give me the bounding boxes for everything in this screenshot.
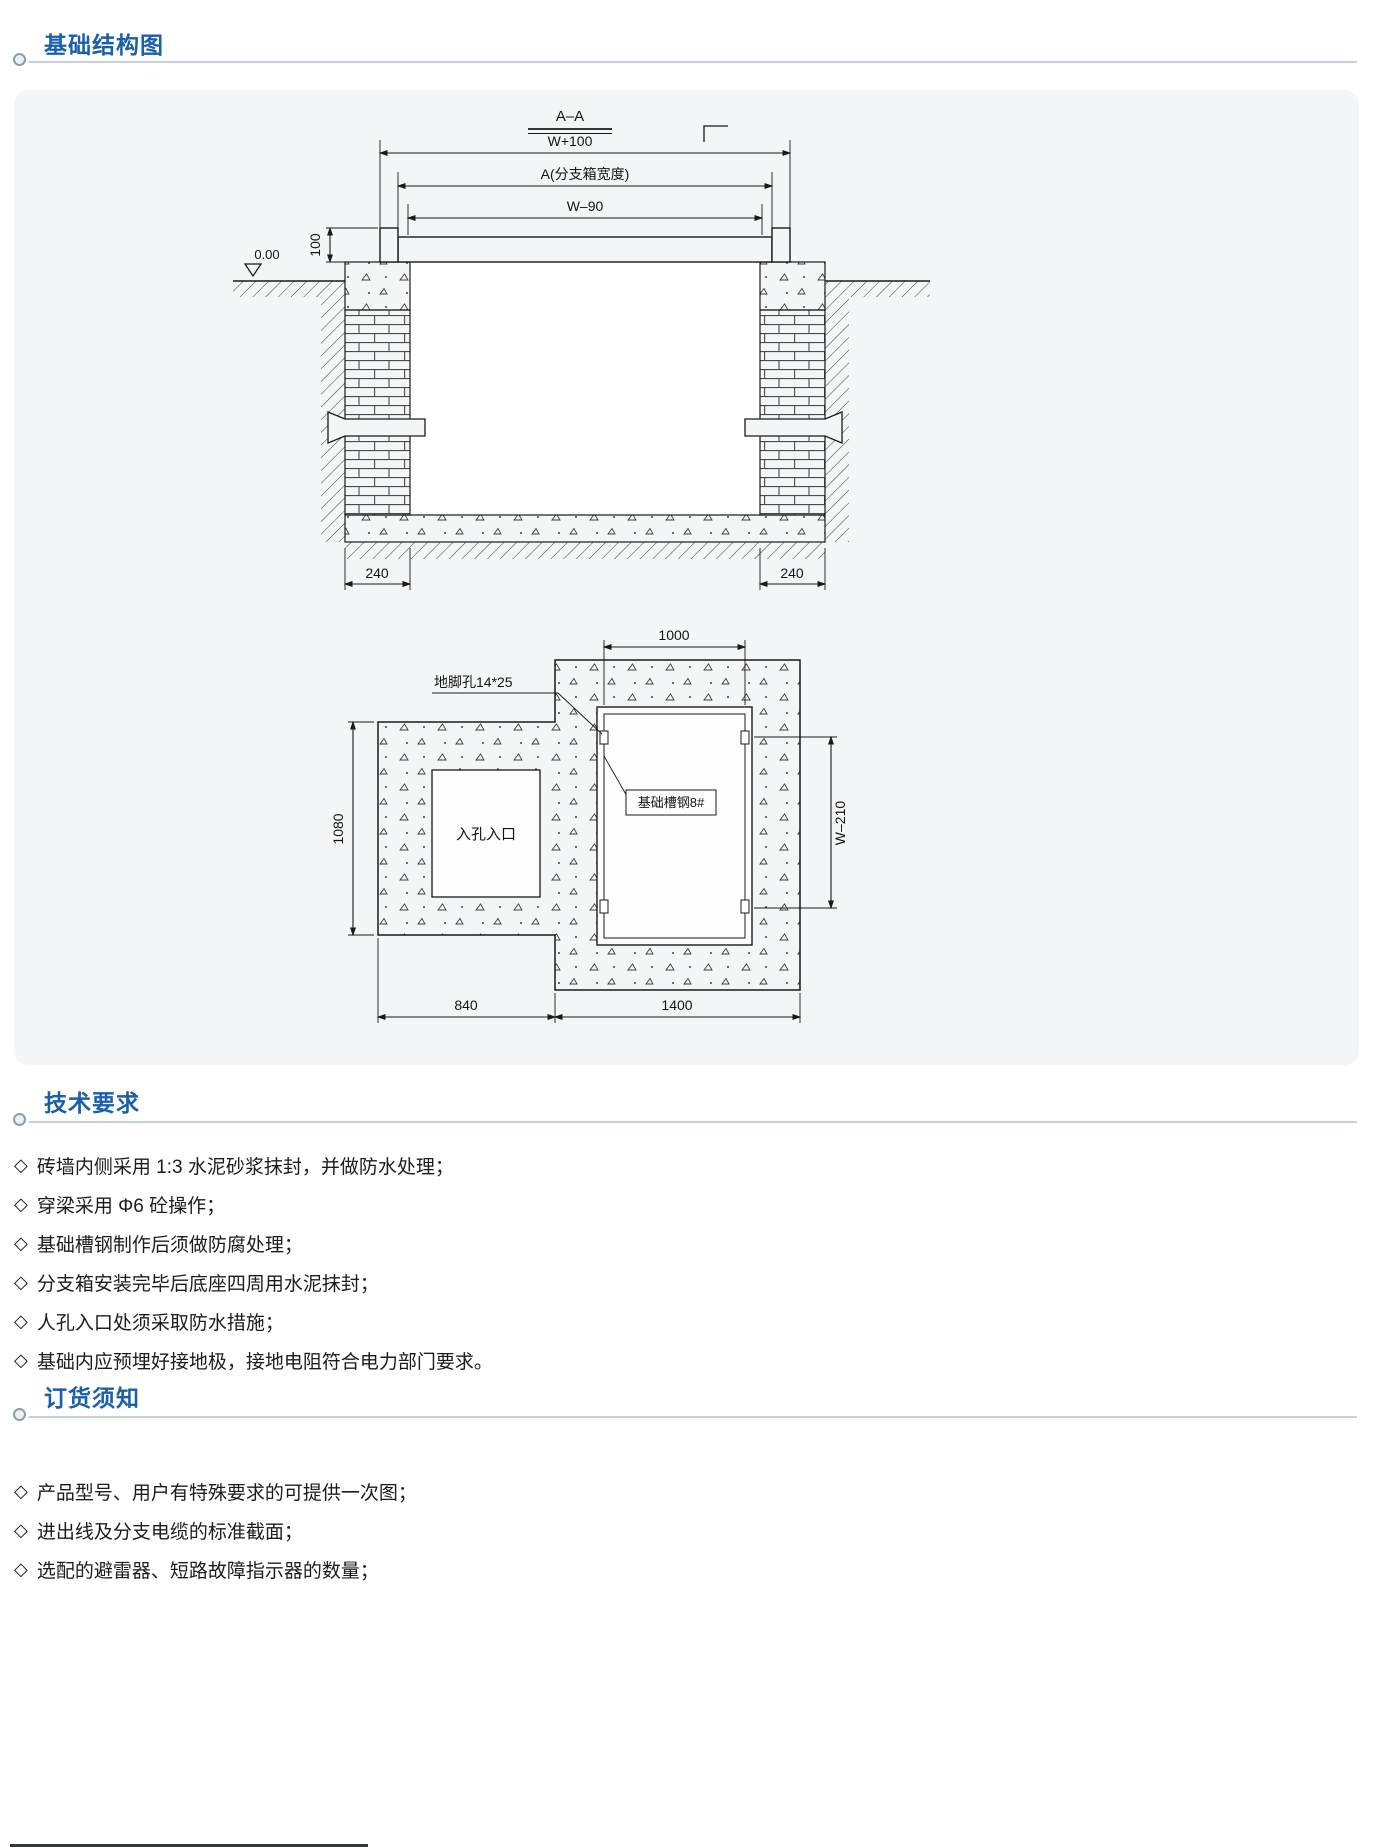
diamond-bullet: ◇ bbox=[14, 1481, 28, 1501]
diamond-bullet: ◇ bbox=[14, 1233, 28, 1253]
diamond-bullet: ◇ bbox=[14, 1194, 28, 1214]
section-title-tech: 技术要求 bbox=[44, 1090, 140, 1116]
tech-requirements-list: ◇ 砖墙内侧采用 1:3 水泥砂浆抹封，并做防水处理； ◇ 穿梁采用 Φ6 砼操… bbox=[14, 1146, 1353, 1380]
anchor-bolt bbox=[740, 899, 750, 914]
cover-slab bbox=[397, 236, 773, 263]
channel-steel-note: 基础槽钢8# bbox=[638, 795, 705, 810]
anchor-hole-note: 地脚孔14*25 bbox=[434, 674, 513, 690]
corner-mark bbox=[703, 125, 728, 142]
list-item: ◇ 基础内应预埋好接地极，接地电阻符合电力部门要求。 bbox=[14, 1341, 1353, 1380]
anchor-bolt bbox=[599, 899, 609, 914]
diamond-bullet: ◇ bbox=[14, 1520, 28, 1540]
cover-edge-left bbox=[379, 227, 399, 263]
concrete-collar-left bbox=[344, 261, 411, 311]
list-item: ◇ 分支箱安装完毕后底座四周用水泥抹封； bbox=[14, 1263, 1353, 1302]
anchor-bolt bbox=[599, 730, 609, 745]
order-notes-list: ◇ 产品型号、用户有特殊要求的可提供一次图； ◇ 进出线及分支电缆的标准截面； … bbox=[14, 1472, 1353, 1589]
dim-100: 100 bbox=[307, 233, 323, 257]
list-item-text: 穿梁采用 Φ6 砼操作； bbox=[36, 1196, 226, 1217]
section-title-order: 订货须知 bbox=[44, 1385, 140, 1411]
through-beam-left bbox=[327, 411, 426, 444]
manhole-opening bbox=[431, 769, 541, 898]
list-item-text: 基础内应预埋好接地极，接地电阻符合电力部门要求。 bbox=[36, 1352, 493, 1373]
foundation-slab bbox=[344, 514, 826, 543]
section-marker-icon bbox=[13, 53, 26, 66]
ground-hatch-left bbox=[233, 281, 345, 297]
list-item-text: 选配的避雷器、短路故障指示器的数量； bbox=[36, 1561, 379, 1582]
dim-240-left: 240 bbox=[365, 565, 389, 581]
dim-1400: 1400 bbox=[661, 997, 692, 1013]
dim-1080: 1080 bbox=[330, 813, 346, 844]
frame-opening bbox=[596, 706, 753, 946]
dim-240-right: 240 bbox=[780, 565, 804, 581]
pit-interior bbox=[409, 261, 761, 516]
brick-wall-right bbox=[759, 309, 826, 516]
section-rule bbox=[14, 61, 1357, 63]
channel-steel-frame bbox=[603, 713, 746, 939]
plan-view: 入孔入口 1000 地脚孔14*25 bbox=[330, 627, 848, 1023]
dim-w-plus-100: W+100 bbox=[548, 133, 593, 149]
channel-note-box bbox=[625, 789, 717, 816]
list-item: ◇ 人孔入口处须采取防水措施； bbox=[14, 1302, 1353, 1341]
through-beam-right bbox=[744, 411, 843, 444]
section-view-title: A–A bbox=[556, 108, 584, 125]
diamond-bullet: ◇ bbox=[14, 1311, 28, 1331]
section-title-structure: 基础结构图 bbox=[44, 32, 164, 58]
list-item-text: 砖墙内侧采用 1:3 水泥砂浆抹封，并做防水处理； bbox=[36, 1157, 454, 1178]
section-rule bbox=[14, 1121, 1357, 1123]
brick-wall-left bbox=[344, 309, 411, 516]
dim-1000: 1000 bbox=[658, 627, 689, 643]
cover-edge-right bbox=[771, 227, 791, 263]
section-marker-icon bbox=[13, 1408, 26, 1421]
section-rule bbox=[14, 1416, 1357, 1418]
section-view: A–A W+100 A(分支箱宽度) W–90 bbox=[233, 108, 930, 590]
list-item: ◇ 产品型号、用户有特殊要求的可提供一次图； bbox=[14, 1472, 1353, 1511]
list-item: ◇ 选配的避雷器、短路故障指示器的数量； bbox=[14, 1550, 1353, 1589]
list-item-text: 人孔入口处须采取防水措施； bbox=[36, 1313, 284, 1334]
list-item-text: 分支箱安装完毕后底座四周用水泥抹封； bbox=[36, 1274, 379, 1295]
diamond-bullet: ◇ bbox=[14, 1272, 28, 1292]
concrete-collar-right bbox=[759, 261, 826, 311]
dim-840: 840 bbox=[454, 997, 478, 1013]
diamond-bullet: ◇ bbox=[14, 1155, 28, 1175]
manhole-label: 入孔入口 bbox=[456, 826, 516, 843]
foundation-structure-drawing: A–A W+100 A(分支箱宽度) W–90 bbox=[233, 108, 930, 1023]
dim-w-minus-90: W–90 bbox=[567, 198, 604, 214]
earth-bottom bbox=[345, 542, 825, 559]
list-item-text: 进出线及分支电缆的标准截面； bbox=[36, 1522, 303, 1543]
dim-w-minus-210: W–210 bbox=[832, 801, 848, 846]
anchor-bolt bbox=[740, 730, 750, 745]
diamond-bullet: ◇ bbox=[14, 1559, 28, 1579]
ground-hatch-right bbox=[825, 281, 930, 297]
diamond-bullet: ◇ bbox=[14, 1350, 28, 1370]
section-marker-icon bbox=[13, 1113, 26, 1126]
clipped-text-line bbox=[10, 1844, 368, 1847]
drawing-panel: A–A W+100 A(分支箱宽度) W–90 bbox=[14, 90, 1359, 1065]
list-item: ◇ 穿梁采用 Φ6 砼操作； bbox=[14, 1185, 1353, 1224]
list-item-text: 产品型号、用户有特殊要求的可提供一次图； bbox=[36, 1483, 417, 1504]
list-item-text: 基础槽钢制作后须做防腐处理； bbox=[36, 1235, 303, 1256]
ground-level-label: 0.00 bbox=[254, 247, 279, 262]
list-item: ◇ 基础槽钢制作后须做防腐处理； bbox=[14, 1224, 1353, 1263]
list-item: ◇ 进出线及分支电缆的标准截面； bbox=[14, 1511, 1353, 1550]
dim-a-box-width: A(分支箱宽度) bbox=[541, 166, 630, 182]
list-item: ◇ 砖墙内侧采用 1:3 水泥砂浆抹封，并做防水处理； bbox=[14, 1146, 1353, 1185]
level-symbol bbox=[243, 263, 263, 278]
